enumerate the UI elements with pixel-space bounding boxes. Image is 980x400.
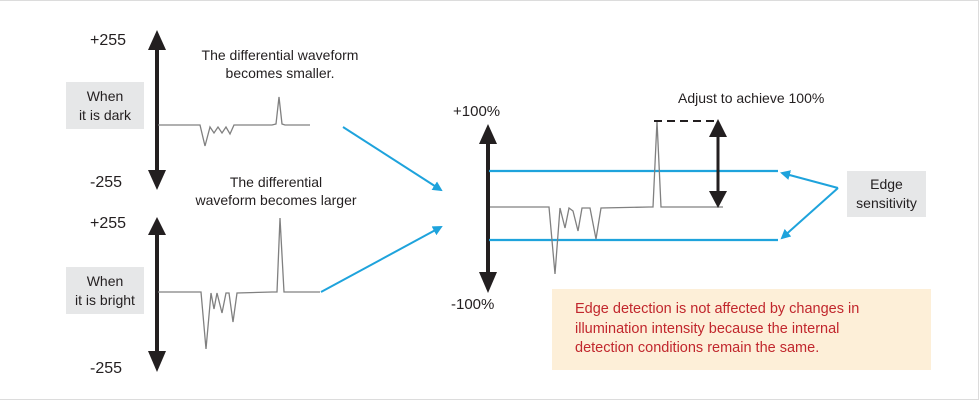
arrow-right-icon [342,126,443,192]
edge-sensitivity-label: Edge sensitivity [847,171,926,217]
note-line: detection conditions remain the same. [575,340,820,356]
edge-sensitivity-line: Edge [870,176,903,192]
bright-axis-bottom-label: -255 [90,360,123,377]
dark-waveform [158,96,310,147]
normalized-axis-bottom-label: -100% [451,296,495,313]
edge-sensitivity-line: sensitivity [856,195,917,211]
bright-axis-icon [148,217,166,372]
condition-line: it is dark [78,106,132,123]
condition-line: it is bright [75,291,135,308]
dark-axis-bottom-label: -255 [90,174,123,191]
normalized-waveform [490,120,723,275]
dark-axis-icon [148,30,166,190]
condition-line: When [86,272,124,289]
arrow-right-icon [320,226,443,293]
dark-condition-label: When it is dark [66,82,144,129]
bright-waveform [158,217,320,350]
note-line: illumination intensity because the inter… [575,320,840,337]
condition-line: When [86,87,124,104]
caption-line: The differential waveform [201,47,359,63]
dark-caption: The differential waveform becomes smalle… [182,46,378,82]
adjust-double-arrow-icon [709,119,727,208]
caption-line: waveform becomes larger [195,192,357,208]
arrow-left-icon [780,187,839,240]
explanation-note: Edge detection is not affected by change… [552,289,931,370]
caption-line: The differential [229,174,323,190]
caption-line: becomes smaller. [225,65,335,81]
dark-axis-top-label: +255 [90,32,127,49]
arrow-left-icon [780,170,839,189]
bright-caption: The differential waveform becomes larger [176,173,376,209]
adjust-label: Adjust to achieve 100% [678,90,825,106]
note-line: Edge detection is not affected by change… [575,301,860,317]
normalized-axis-icon [479,124,497,293]
bright-axis-top-label: +255 [90,215,127,232]
bright-condition-label: When it is bright [66,267,144,314]
normalized-axis-top-label: +100% [453,103,501,120]
